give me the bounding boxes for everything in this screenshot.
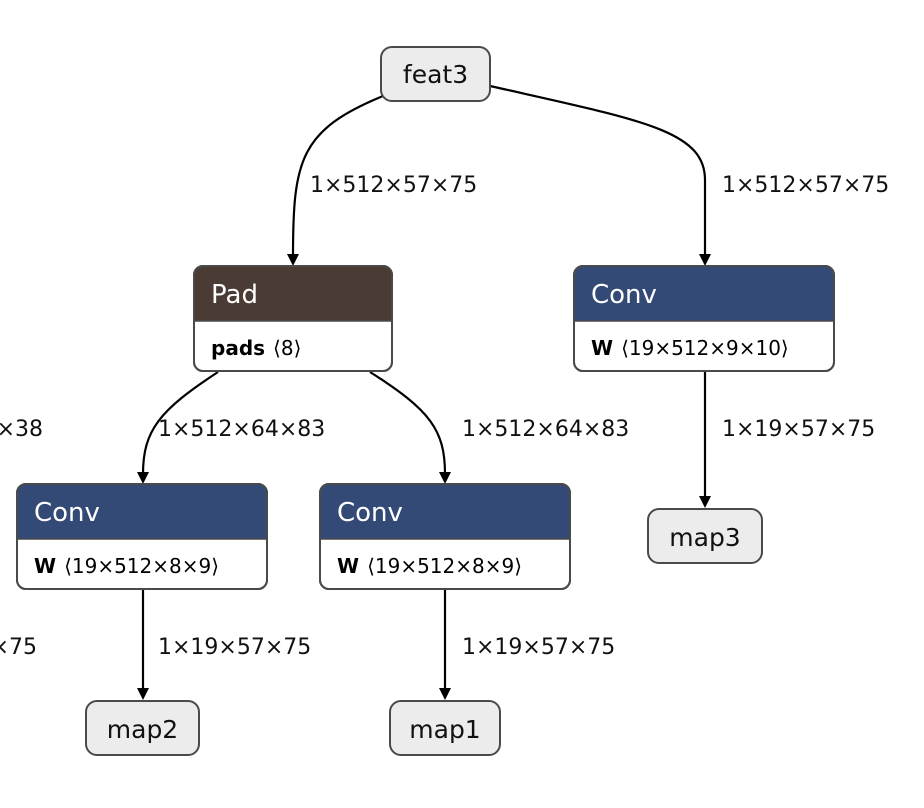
input-node-feat3-label: feat3 xyxy=(403,60,468,89)
conv-node-right[interactable]: Conv W ⟨19×512×9×10⟩ xyxy=(573,265,835,372)
edge-pad-to-conv-mid xyxy=(369,371,451,484)
output-node-map1[interactable]: map1 xyxy=(389,700,501,756)
conv-node-left-title: Conv xyxy=(34,498,100,528)
pad-node-title: Pad xyxy=(211,280,258,310)
edge-label-offscreen-lower: ×75 xyxy=(0,635,37,660)
output-node-map3-label: map3 xyxy=(669,523,740,552)
edge-feat3-to-conv-right xyxy=(489,84,711,266)
edge-label-conv-right-map3: 1×19×57×75 xyxy=(722,417,875,442)
conv-mid-attr-value: ⟨19×512×8×9⟩ xyxy=(367,554,522,578)
conv-right-attr-value: ⟨19×512×9×10⟩ xyxy=(621,336,789,360)
conv-left-attr-key: W xyxy=(34,554,56,578)
pad-node[interactable]: Pad pads ⟨8⟩ xyxy=(193,265,393,372)
edge-label-feat3-pad: 1×512×57×75 xyxy=(310,173,477,198)
conv-node-middle-attribute: W ⟨19×512×8×9⟩ xyxy=(337,554,522,578)
output-node-map3[interactable]: map3 xyxy=(647,508,763,564)
conv-node-right-attribute: W ⟨19×512×9×10⟩ xyxy=(591,336,789,360)
edge-feat3-to-pad xyxy=(287,94,384,266)
edge-conv-left-to-map2 xyxy=(137,590,149,700)
conv-left-attr-value: ⟨19×512×8×9⟩ xyxy=(64,554,219,578)
output-node-map1-label: map1 xyxy=(409,715,480,744)
conv-node-left[interactable]: Conv W ⟨19×512×8×9⟩ xyxy=(16,483,268,590)
conv-right-attr-key: W xyxy=(591,336,613,360)
pad-node-attribute: pads ⟨8⟩ xyxy=(211,336,301,360)
edge-label-offscreen-upper: ×38 xyxy=(0,417,43,442)
conv-node-right-title: Conv xyxy=(591,280,657,310)
input-node-feat3[interactable]: feat3 xyxy=(380,46,491,102)
edge-label-conv-left-map2: 1×19×57×75 xyxy=(158,635,311,660)
conv-node-middle-title: Conv xyxy=(337,498,403,528)
edge-label-pad-conv-left: 1×512×64×83 xyxy=(158,417,325,442)
conv-mid-attr-key: W xyxy=(337,554,359,578)
edge-label-conv-mid-map1: 1×19×57×75 xyxy=(462,635,615,660)
pad-attr-key: pads xyxy=(211,336,265,360)
output-node-map2[interactable]: map2 xyxy=(85,700,200,756)
edge-label-pad-conv-mid: 1×512×64×83 xyxy=(462,417,629,442)
edge-label-feat3-conv-right: 1×512×57×75 xyxy=(722,173,889,198)
output-node-map2-label: map2 xyxy=(107,715,178,744)
pad-attr-value: ⟨8⟩ xyxy=(273,336,301,360)
edge-conv-right-to-map3 xyxy=(699,372,711,508)
conv-node-middle[interactable]: Conv W ⟨19×512×8×9⟩ xyxy=(319,483,571,590)
conv-node-left-attribute: W ⟨19×512×8×9⟩ xyxy=(34,554,219,578)
edge-pad-to-conv-left xyxy=(137,371,219,484)
edge-conv-mid-to-map1 xyxy=(439,590,451,700)
